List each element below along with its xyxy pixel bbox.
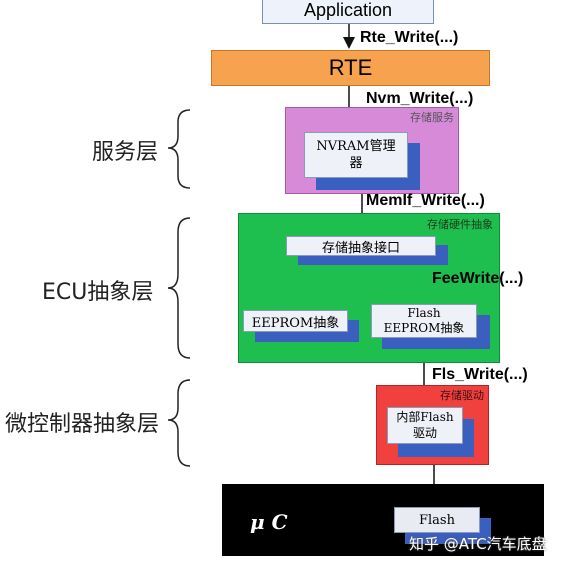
- flash-label: Flash: [419, 512, 455, 528]
- internal-flash-driver-line1: 内部Flash: [396, 410, 454, 424]
- fee-write-label: FeeWrite(...): [432, 270, 524, 287]
- application-label: Application: [303, 0, 393, 20]
- internal-flash-driver-box: 内部Flash 驱动: [387, 407, 463, 444]
- application-box: Application: [262, 0, 434, 24]
- brace-service: [167, 109, 191, 189]
- storage-service-title: 存储服务: [410, 111, 454, 124]
- mcu-abstraction-layer-label: 微控制器抽象层: [5, 412, 160, 437]
- ecu-abstraction-layer-label: ECU抽象层: [42, 280, 154, 305]
- fls-write-label: Fls_Write(...): [432, 366, 528, 383]
- flash-eeprom-line1: Flash: [407, 306, 441, 320]
- brace-ecu: [167, 217, 191, 359]
- nvm-write-label: Nvm_Write(...): [366, 90, 474, 107]
- eeprom-abstraction-box: EEPROM抽象: [243, 310, 348, 332]
- brace-mcu: [167, 379, 191, 467]
- storage-hw-abstraction-title: 存储硬件抽象: [427, 218, 493, 231]
- eeprom-abstraction-label: EEPROM抽象: [251, 315, 340, 331]
- memif-write-label: MemIf_Write(...): [366, 192, 485, 209]
- rte-box: RTE: [211, 50, 490, 86]
- flash-box: Flash: [394, 507, 480, 533]
- memif-label: 存储抽象接口: [321, 240, 400, 256]
- rte-label: RTE: [328, 55, 373, 80]
- flash-eeprom-line2: EEPROM抽象: [383, 321, 465, 335]
- flash-eeprom-box: Flash EEPROM抽象: [371, 304, 477, 338]
- memif-box: 存储抽象接口: [286, 236, 436, 256]
- nvram-manager-label: NVRAM管理器: [316, 139, 396, 171]
- nvram-manager-box: NVRAM管理器: [304, 132, 408, 178]
- internal-flash-driver-line2: 驱动: [412, 426, 437, 440]
- watermark: 知乎 @ATC汽车底盘: [409, 535, 547, 553]
- rte-write-label: Rte_Write(...): [360, 29, 459, 46]
- service-layer-label: 服务层: [92, 140, 159, 165]
- microcontroller-label: μ C: [250, 510, 288, 534]
- storage-driver-title: 存储驱动: [440, 389, 484, 402]
